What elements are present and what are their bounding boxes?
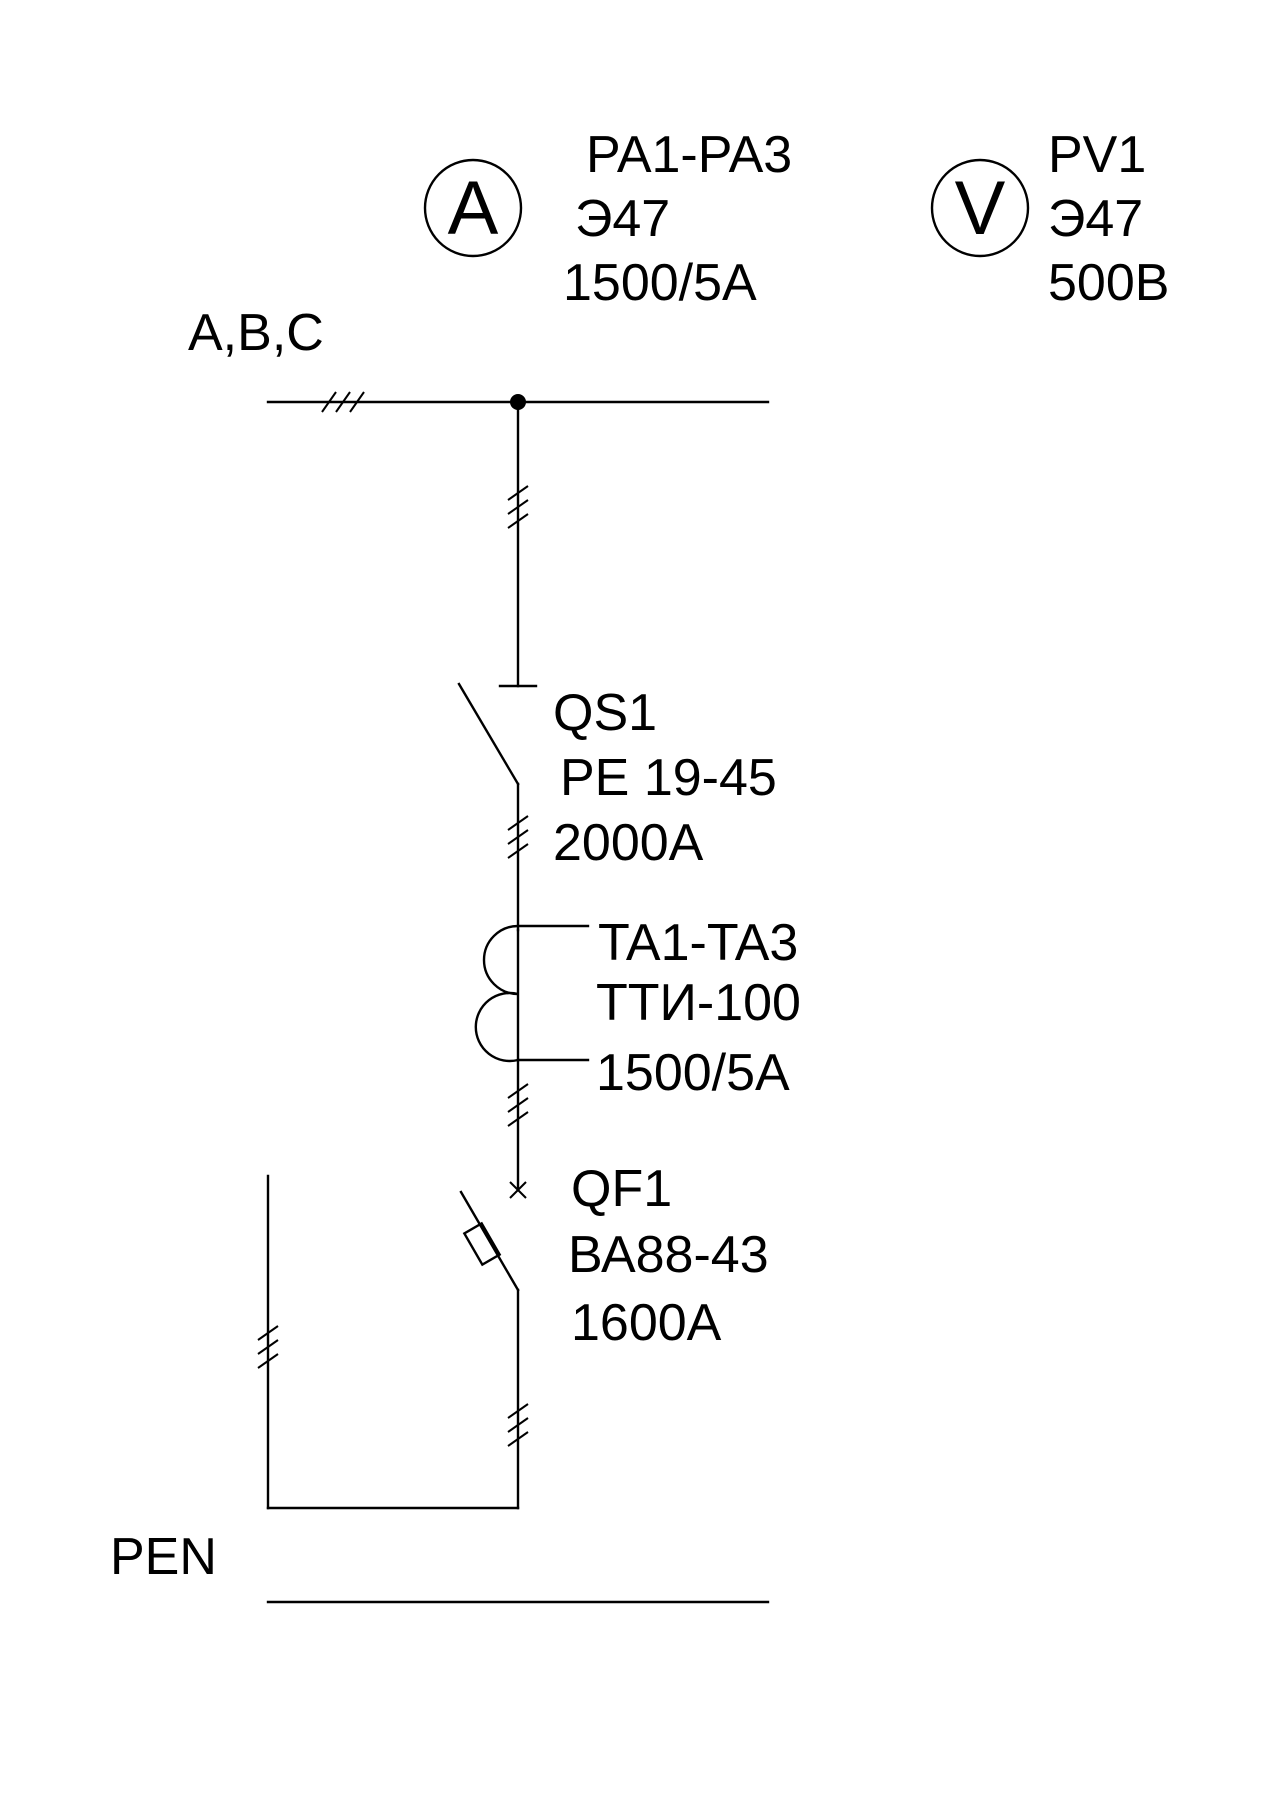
current-transformer-symbol (474, 924, 590, 1063)
voltmeter-designation: PV1 (1048, 126, 1146, 184)
feeder-conductor-middle (507, 1058, 529, 1199)
ct-type: ТТИ-100 (596, 974, 801, 1032)
switch-type: PE 19-45 (560, 749, 777, 807)
switch-designation: QS1 (553, 684, 657, 742)
circuit-breaker-symbol (459, 1190, 529, 1510)
voltmeter-type: Э47 (1048, 190, 1143, 248)
switch-rating: 2000A (553, 814, 704, 872)
svg-text:A: A (448, 166, 499, 251)
breaker-designation: QF1 (571, 1160, 672, 1218)
ammeter-type: Э47 (575, 190, 670, 248)
ct-designation: TA1-TA3 (598, 914, 798, 972)
voltmeter-symbol: V (930, 158, 1030, 258)
ammeter-symbol: A (423, 158, 523, 258)
ammeter-rating: 1500/5A (563, 254, 757, 312)
ct-rating: 1500/5A (596, 1044, 790, 1102)
pen-bus-label: PEN (110, 1528, 217, 1586)
breaker-rating: 1600A (571, 1294, 722, 1352)
voltmeter-rating: 500В (1048, 254, 1169, 312)
ammeter-designation: PA1-PA3 (586, 126, 792, 184)
disconnector-symbol (457, 682, 538, 932)
feeder-conductor-upper (507, 400, 529, 688)
breaker-type: ВА88-43 (568, 1226, 769, 1284)
return-conductor (257, 1174, 520, 1510)
svg-text:V: V (955, 166, 1006, 251)
phase-bus-label: A,B,C (188, 304, 324, 362)
